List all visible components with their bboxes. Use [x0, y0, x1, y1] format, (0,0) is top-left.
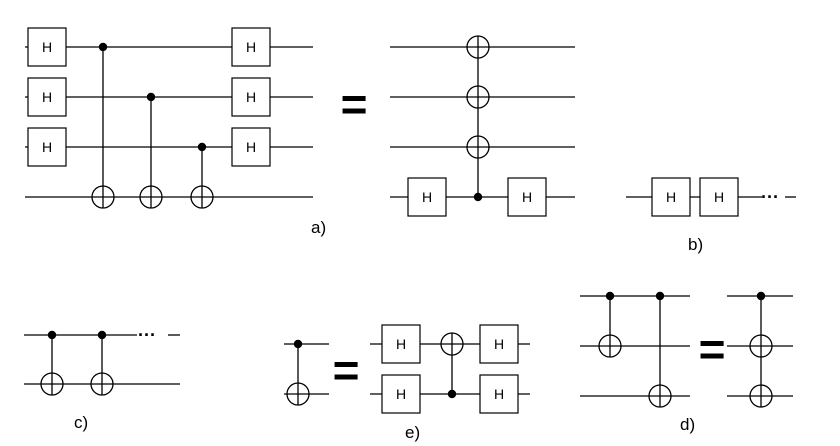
gates: H H H H H H H H H H H H H H — [27, 27, 773, 414]
equals-sign: = — [699, 323, 726, 375]
panel-label-e: e) — [405, 423, 420, 442]
cnot-target — [190, 185, 214, 209]
gate-label: H — [42, 39, 52, 55]
cnot-target — [90, 372, 114, 396]
hadamard-gate: H — [381, 324, 421, 364]
hadamard-gate: H — [507, 177, 547, 217]
control-dot — [605, 291, 615, 301]
cnot-target — [91, 185, 115, 209]
hadamard-gate: H — [27, 77, 67, 117]
panel-label-a: a) — [311, 218, 326, 237]
ellipsis: ··· — [138, 325, 156, 345]
panel-label-b: b) — [688, 235, 703, 254]
equals-sign: = — [341, 78, 368, 130]
gate-label: H — [494, 336, 504, 352]
hadamard-gate: H — [651, 177, 691, 217]
control-dot — [146, 92, 156, 102]
cnot-target — [440, 332, 464, 356]
gate-label: H — [42, 89, 52, 105]
hadamard-gate: H — [479, 374, 519, 414]
gate-label: H — [396, 336, 406, 352]
panel-label-d: d) — [680, 415, 695, 434]
cnot-target — [749, 384, 773, 408]
cnot-target — [40, 372, 64, 396]
cnot-target — [749, 334, 773, 358]
gate-label: H — [396, 386, 406, 402]
control-dot — [473, 192, 483, 202]
gate-label: H — [494, 386, 504, 402]
gate-label: H — [422, 189, 432, 205]
control-dot — [293, 339, 303, 349]
control-dot — [97, 330, 107, 340]
hadamard-gate: H — [27, 127, 67, 167]
gate-label: H — [246, 139, 256, 155]
hadamard-gate: H — [479, 324, 519, 364]
control-dot — [98, 42, 108, 52]
hadamard-gate: H — [231, 127, 271, 167]
control-dot — [197, 142, 207, 152]
gate-label: H — [714, 189, 724, 205]
equals-sign: = — [333, 344, 360, 396]
cnot-target — [286, 382, 310, 406]
hadamard-gate: H — [27, 27, 67, 67]
hadamard-gate: H — [231, 27, 271, 67]
control-dot — [447, 389, 457, 399]
gate-label: H — [42, 139, 52, 155]
control-dot — [655, 291, 665, 301]
cnot-target — [139, 185, 163, 209]
hadamard-gate: H — [231, 77, 271, 117]
hadamard-gate: H — [699, 177, 739, 217]
gate-label: H — [666, 189, 676, 205]
hadamard-gate: H — [407, 177, 447, 217]
panel-label-c: c) — [74, 413, 88, 432]
labels: = a) ··· b) ··· c) = e) = d) — [74, 78, 779, 442]
gate-label: H — [522, 189, 532, 205]
cnot-target — [466, 85, 490, 109]
gate-label: H — [246, 39, 256, 55]
cnot-target — [648, 384, 672, 408]
control-dot — [756, 291, 766, 301]
hadamard-gate: H — [381, 374, 421, 414]
gate-label: H — [246, 89, 256, 105]
cnot-target — [466, 135, 490, 159]
cnot-target — [598, 334, 622, 358]
cnot-target — [466, 35, 490, 59]
control-dot — [47, 330, 57, 340]
ellipsis: ··· — [761, 187, 779, 207]
